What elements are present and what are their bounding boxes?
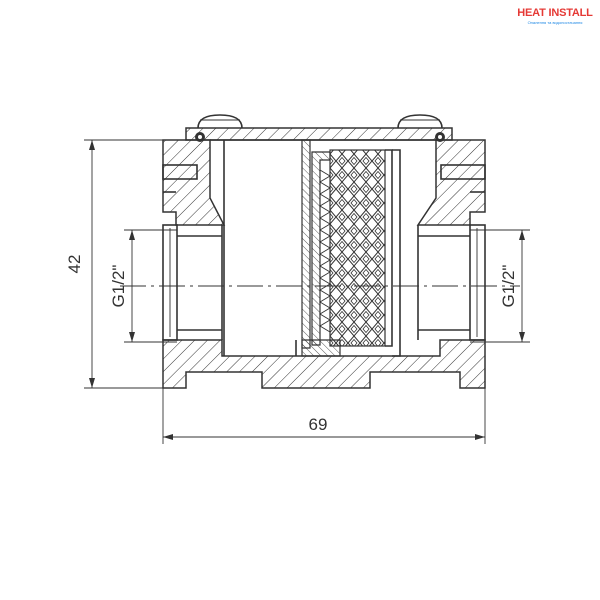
right-outlet-thread bbox=[417, 224, 486, 341]
height-dimension-label: 42 bbox=[65, 255, 84, 274]
filter-cartridge bbox=[295, 139, 401, 357]
body-right-upper bbox=[416, 139, 486, 226]
right-thread-dimension: G1/2" bbox=[470, 229, 530, 343]
length-dimension: 69 bbox=[162, 388, 486, 444]
left-thread-dimension: G1/2" bbox=[109, 229, 177, 343]
left-inlet-thread bbox=[162, 224, 223, 341]
right-thread-label: G1/2" bbox=[499, 265, 518, 308]
logo-brand-text: HEAT INSTALL bbox=[517, 7, 593, 19]
length-dimension-label: 69 bbox=[309, 415, 328, 434]
height-dimension: 42 bbox=[65, 139, 186, 389]
heat-install-logo: HEAT INSTALL Опалення та водопостачання bbox=[512, 6, 598, 36]
body-lower bbox=[162, 339, 486, 389]
inner-chamber bbox=[210, 139, 436, 356]
left-thread-label: G1/2" bbox=[109, 265, 128, 308]
logo-tagline: Опалення та водопостачання bbox=[527, 20, 583, 25]
body-left-upper bbox=[162, 139, 226, 226]
top-cover bbox=[185, 114, 453, 142]
